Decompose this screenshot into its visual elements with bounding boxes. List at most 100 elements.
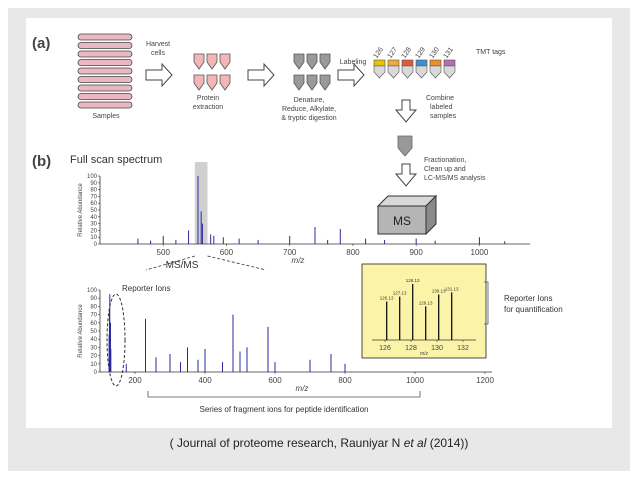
- msms-label: MS/MS: [166, 260, 199, 271]
- x-axis-label: m/z: [296, 384, 309, 393]
- tmt-tube: [401, 65, 414, 79]
- harvest-label-1: Harvest: [146, 41, 170, 48]
- sample-dish: [77, 67, 133, 75]
- full-scan-title: Full scan spectrum: [70, 154, 162, 166]
- x-tick-label: 800: [338, 376, 352, 385]
- reporter-ion-label: 129.13: [419, 300, 433, 305]
- inset-frame: [361, 263, 487, 359]
- reporter-quant-label-2: for quantification: [504, 305, 563, 314]
- inset-x-tick-label: 132: [457, 345, 469, 352]
- reporter-ion-label: 126.13: [380, 296, 394, 301]
- sample-dish: [77, 50, 133, 58]
- x-tick-label: 1000: [471, 248, 489, 257]
- caption-text-italic: et al: [403, 436, 427, 450]
- y-tick-label: 60: [90, 201, 97, 207]
- harvest-label-2: cells: [151, 50, 166, 57]
- tmt-tube: [387, 65, 400, 79]
- y-tick-label: 80: [90, 188, 97, 194]
- y-tick-label: 50: [90, 208, 97, 214]
- sample-dish: [77, 76, 133, 83]
- tmt-tags-label: TMT tags: [476, 49, 506, 56]
- panel-b-label: (b): [32, 153, 51, 170]
- reporter-quant-label-1: Reporter Ions: [504, 294, 552, 303]
- digest-label-3: & tryptic digestion: [281, 115, 336, 122]
- y-tick-label: 70: [90, 313, 97, 319]
- combine-label-3: samples: [430, 113, 457, 120]
- protein-label-1: Protein: [197, 95, 219, 102]
- digest-tube: [306, 74, 318, 91]
- digest-tube: [293, 53, 305, 70]
- reporter-quant-bracket: [484, 281, 489, 325]
- x-tick-label: 900: [409, 248, 423, 257]
- y-tick-label: 0: [94, 370, 98, 376]
- x-tick-label: 1200: [476, 376, 494, 385]
- sample-dish: [77, 33, 133, 41]
- x-tick-label: 600: [220, 248, 234, 257]
- inset-x-tick-label: 128: [405, 345, 417, 352]
- zoom-line-right: [207, 255, 267, 271]
- reporter-ion-label: 131.13: [445, 286, 459, 291]
- protein-tube: [193, 74, 205, 91]
- sample-dish: [77, 59, 133, 66]
- protein-tubes: [193, 53, 231, 91]
- tmt-tube-cap: [415, 59, 428, 67]
- y-axis-label: Relative Abundance: [78, 183, 84, 237]
- protein-tube: [206, 74, 218, 91]
- x-tick-label: 800: [346, 248, 360, 257]
- digest-label-2: Reduce, Alkylate,: [282, 106, 336, 113]
- y-tick-label: 70: [90, 194, 97, 200]
- y-tick-label: 40: [90, 215, 97, 221]
- protein-tube: [193, 53, 205, 70]
- arrow-labeling: [337, 62, 365, 88]
- y-tick-label: 50: [90, 329, 97, 335]
- x-tick-label: 600: [268, 376, 282, 385]
- zoom-line-left: [145, 255, 195, 271]
- reporter-ion-label: 128.13: [406, 278, 420, 283]
- sample-dish: [77, 84, 133, 92]
- fragment-ions-label: Series of fragment ions for peptide iden…: [200, 405, 369, 414]
- protein-label-2: extraction: [193, 104, 223, 111]
- digest-tube: [319, 53, 331, 70]
- labeling-label: Labeling: [340, 59, 367, 66]
- tmt-tube: [373, 65, 386, 79]
- tmt-workflow-figure: (a) Samples Harvest cells Protein extrac…: [26, 18, 612, 428]
- citation-caption: ( Journal of proteome research, Rauniyar…: [0, 436, 638, 450]
- fractionation-label-3: LC-MS/MS analysis: [424, 175, 486, 182]
- samples-label: Samples: [92, 113, 120, 120]
- arrow-combine: [394, 99, 418, 123]
- digest-label-1: Denature,: [294, 97, 325, 104]
- ms-label: MS: [393, 214, 411, 228]
- y-tick-label: 10: [90, 235, 97, 241]
- y-tick-label: 100: [87, 288, 98, 294]
- combined-tube-icon: [397, 135, 413, 157]
- tmt-tube: [429, 65, 442, 79]
- ms-instrument-box: MS: [376, 194, 438, 236]
- y-tick-label: 90: [90, 296, 97, 302]
- inset-x-axis-label: m/z: [420, 351, 429, 357]
- x-axis-label: m/z: [292, 256, 305, 265]
- y-tick-label: 90: [90, 181, 97, 187]
- y-tick-label: 20: [90, 228, 97, 234]
- inset-x-tick-label: 130: [431, 345, 443, 352]
- sample-dish: [77, 42, 133, 49]
- reporter-ion-label: 130.13: [432, 289, 446, 294]
- y-tick-label: 20: [90, 354, 97, 360]
- fractionation-label-1: Fractionation,: [424, 157, 466, 164]
- y-tick-label: 80: [90, 304, 97, 310]
- digest-tubes: [293, 53, 331, 91]
- digest-tube: [319, 74, 331, 91]
- protein-tube: [219, 74, 231, 91]
- x-tick-label: 500: [157, 248, 171, 257]
- digest-tube: [293, 74, 305, 91]
- inset-x-tick-label: 126: [379, 345, 391, 352]
- sample-dish: [77, 101, 133, 109]
- digest-tube: [306, 53, 318, 70]
- y-tick-label: 100: [87, 174, 98, 180]
- y-tick-label: 10: [90, 362, 97, 368]
- tmt-tube: [443, 65, 456, 79]
- arrow-extraction: [247, 62, 275, 88]
- combine-label-2: labeled: [430, 104, 453, 111]
